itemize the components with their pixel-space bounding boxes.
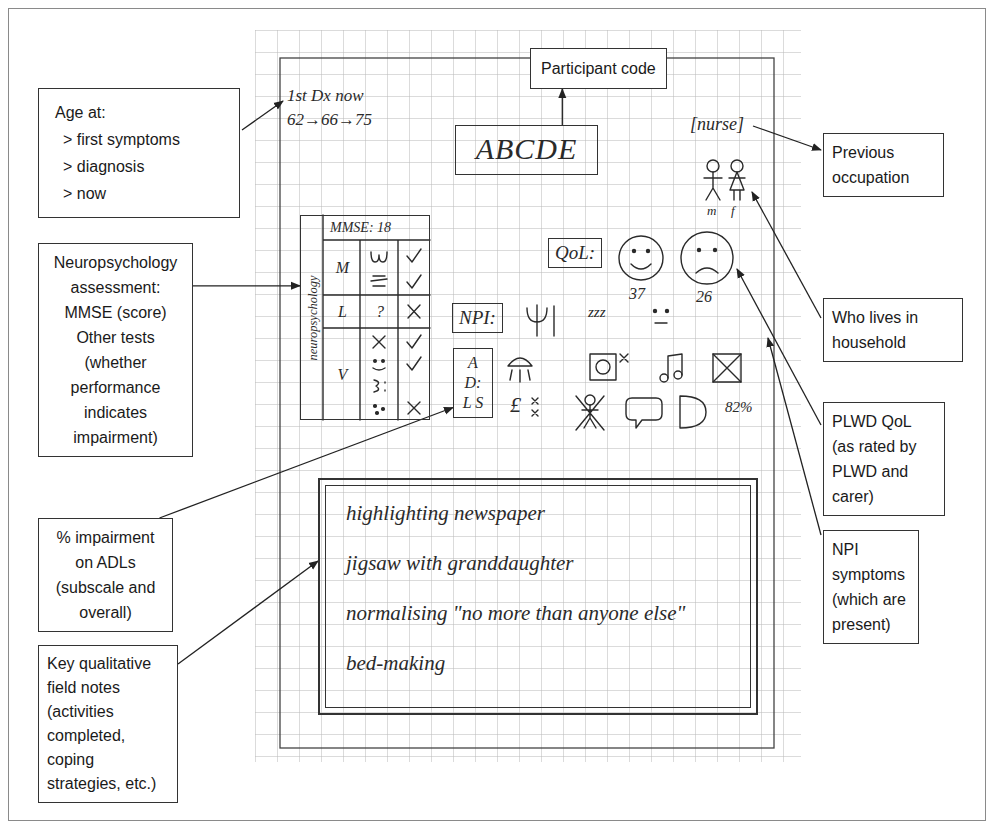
node-text: MMSE: 18 xyxy=(330,220,391,236)
node-text: ABCDE xyxy=(456,126,597,172)
handwritten-ages: 62→66→75 xyxy=(287,110,372,130)
adl-symbol: £ xyxy=(510,392,521,418)
callout-box: % impairment on ADLs (subscale and overa… xyxy=(38,518,173,632)
callout-box: Previous occupation xyxy=(823,133,944,197)
outer-frame xyxy=(9,9,986,821)
node-text: > first symptoms xyxy=(63,126,223,153)
node-text: NPI symptoms (which are present) xyxy=(832,537,910,637)
node-text: > now xyxy=(63,180,223,207)
node-text: Who lives in household xyxy=(832,305,954,355)
qol-score: 37 xyxy=(629,284,645,303)
household-member: m xyxy=(707,203,716,219)
node-text: Key qualitative field notes (activities … xyxy=(47,652,169,796)
node-text: MMSE (score) xyxy=(47,300,184,325)
household-member: f xyxy=(731,203,735,219)
node-text: Participant code xyxy=(541,57,656,80)
household-figures xyxy=(704,160,745,200)
callout-arrow xyxy=(562,89,563,125)
node-text: PLWD QoL (as rated by PLWD and carer) xyxy=(832,409,936,509)
node-text: normalising "no more than anyone else" xyxy=(346,600,730,626)
callout-box: PLWD QoL (as rated by PLWD and carer) xyxy=(823,402,945,516)
grid-paper xyxy=(255,30,801,762)
assessment-table: neuropsychology MMSE: 18 M L? V xyxy=(300,215,430,420)
callout-box: Age at:> first symptoms> diagnosis> now xyxy=(38,88,240,218)
adl-percentage: 82% xyxy=(725,398,753,416)
node-text: NPI: xyxy=(459,307,496,329)
qol-score: 26 xyxy=(696,287,712,306)
node-text: Previous occupation xyxy=(832,140,935,190)
node-text: Other tests (whether performance indicat… xyxy=(47,325,184,450)
page-outline xyxy=(280,58,774,748)
qol-faces xyxy=(619,232,733,284)
callout-box: Key qualitative field notes (activities … xyxy=(38,645,178,803)
participant-code-box: ABCDE xyxy=(455,125,598,175)
callout-arrow xyxy=(193,285,300,286)
leader-lines xyxy=(242,101,821,535)
node-text: A D: L S xyxy=(459,353,487,413)
table-marks xyxy=(323,215,430,420)
callout-box: Participant code xyxy=(530,48,667,89)
handwritten-ages: 1st Dx now xyxy=(287,86,364,106)
node-text: highlighting newspaper xyxy=(346,500,730,526)
node-text: L xyxy=(338,303,347,321)
adl-box: A D: L S xyxy=(453,348,493,418)
node-text: ? xyxy=(376,303,384,321)
node-text: V xyxy=(338,366,348,384)
node-text: M xyxy=(336,259,349,277)
field-notes-box: highlighting newspaper jigsaw with grandd… xyxy=(318,478,758,715)
handwritten-occupation: [nurse] xyxy=(690,114,744,136)
node-text: % impairment on ADLs (subscale and overa… xyxy=(47,525,164,625)
qol-box: QoL: xyxy=(548,238,602,268)
node-text: > diagnosis xyxy=(63,153,223,180)
callout-box: Neuropsychology assessment:MMSE (score)O… xyxy=(38,243,193,457)
node-text: Age at: xyxy=(55,99,223,126)
node-text: jigsaw with granddaughter xyxy=(346,550,730,576)
npi-box: NPI: xyxy=(452,303,503,333)
node-text: Neuropsychology assessment: xyxy=(47,250,184,300)
node-text: bed-making xyxy=(346,650,730,676)
callout-box: Who lives in household xyxy=(823,298,963,362)
adl-icons xyxy=(508,354,741,430)
node-text: neuropsychology xyxy=(305,276,320,361)
npi-symbol: zzz xyxy=(588,303,606,321)
callout-arrow xyxy=(178,561,318,664)
callout-box: NPI symptoms (which are present) xyxy=(823,530,919,644)
node-text: QoL: xyxy=(555,242,595,264)
